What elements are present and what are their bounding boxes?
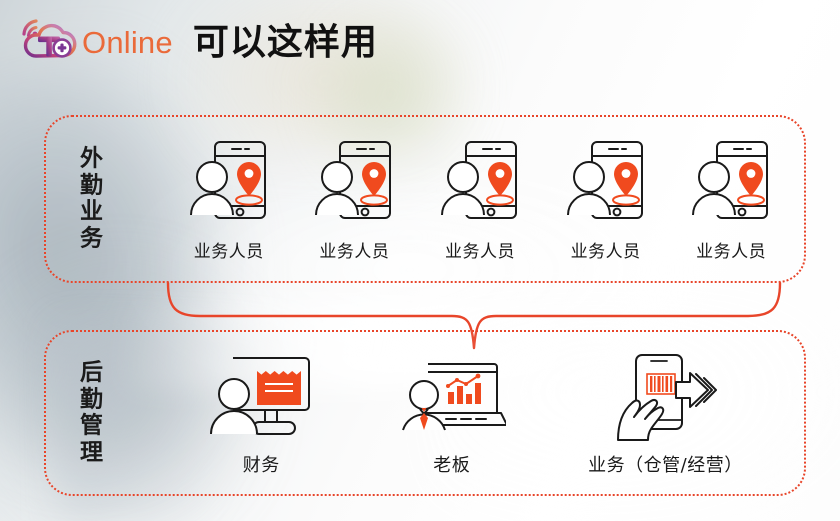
back-office-caption: 财务 xyxy=(242,454,280,476)
brand-logo: Online xyxy=(14,14,173,70)
panel-field-work: 外勤业务 xyxy=(44,115,806,283)
field-agent-caption: 业务人员 xyxy=(193,242,264,262)
field-agent-cell-2[interactable]: 业务人员 xyxy=(312,136,396,262)
person-laptop-chart-icon xyxy=(398,350,508,447)
panel-label-field-work: 外勤业务 xyxy=(80,145,104,252)
field-agent-cell-3[interactable]: 业务人员 xyxy=(438,136,522,262)
phone-person-location-pin-icon xyxy=(187,136,271,233)
back-office-caption: 老板 xyxy=(433,454,471,476)
field-work-item-row: 业务人员 xyxy=(166,117,794,281)
back-office-caption: 业务（仓管/经营） xyxy=(588,454,743,476)
back-office-item-row: 财务 xyxy=(166,332,784,494)
page-header: Online 可以这样用 xyxy=(14,14,378,70)
field-agent-caption: 业务人员 xyxy=(696,242,767,262)
t-plus-cloud-logo-icon xyxy=(14,14,86,70)
back-office-cell-operations[interactable]: 业务（仓管/经营） xyxy=(588,350,743,477)
back-office-cell-finance[interactable]: 财务 xyxy=(207,350,315,477)
hand-phone-barcode-arrows-icon xyxy=(606,350,724,447)
phone-person-location-pin-icon xyxy=(564,136,648,233)
panel-back-office: 后勤管理 财务 xyxy=(44,330,806,496)
phone-person-location-pin-icon xyxy=(312,136,396,233)
phone-person-location-pin-icon xyxy=(438,136,522,233)
field-agent-caption: 业务人员 xyxy=(570,242,641,262)
field-agent-cell-5[interactable]: 业务人员 xyxy=(689,136,773,262)
person-monitor-ledger-icon xyxy=(207,350,315,447)
phone-person-location-pin-icon xyxy=(689,136,773,233)
field-agent-caption: 业务人员 xyxy=(319,242,390,262)
field-agent-cell-1[interactable]: 业务人员 xyxy=(187,136,271,262)
field-agent-cell-4[interactable]: 业务人员 xyxy=(564,136,648,262)
page-title: 可以这样用 xyxy=(192,22,378,63)
logo-wordmark: Online xyxy=(82,24,173,60)
field-agent-caption: 业务人员 xyxy=(444,242,515,262)
panel-label-back-office: 后勤管理 xyxy=(80,359,104,466)
back-office-cell-boss[interactable]: 老板 xyxy=(398,350,508,477)
